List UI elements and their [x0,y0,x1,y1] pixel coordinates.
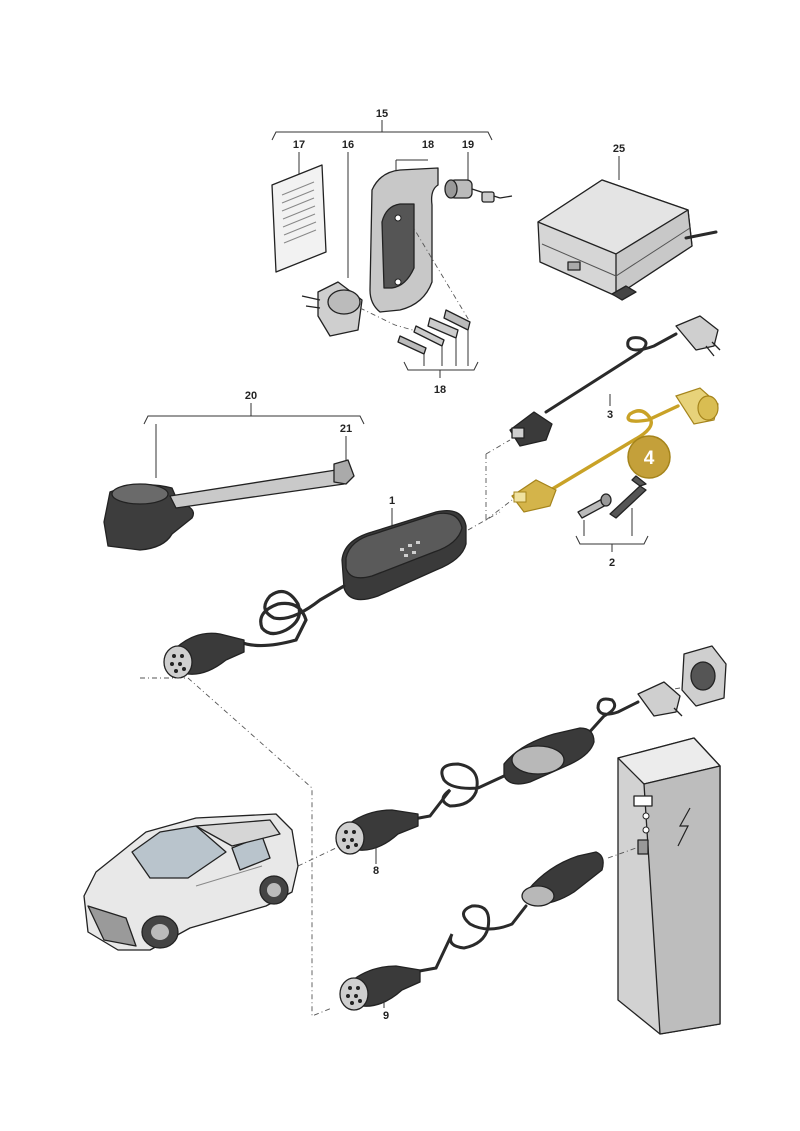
callout-21: 21 [340,423,352,435]
screws-and-dowels [397,309,471,355]
callout-19: 19 [462,139,474,151]
callout-25: 25 [613,143,625,155]
callout-9: 9 [383,1010,389,1022]
callout-8: 8 [373,865,379,877]
callout-18-bottom: 18 [434,384,446,396]
wall-holder [369,167,439,313]
plug-adapter [301,281,363,337]
callout-16: 16 [342,139,354,151]
callout-17: 17 [293,139,305,151]
group-18-bracket [403,330,479,378]
car-illustration [83,813,299,951]
lock-cylinder [444,179,513,203]
storage-bag [537,179,718,301]
mobile-charging-unit [341,509,467,601]
group-20-bracket [143,403,365,478]
cable-4-highlighted [511,387,719,513]
charger-holder-arm [103,459,355,551]
callout-2: 2 [609,557,615,569]
callout-15: 15 [376,108,388,120]
callout-1: 1 [389,495,395,507]
callout-20: 20 [245,390,257,402]
callout-18-top: 18 [422,139,434,151]
type2-connector-1 [163,632,245,679]
cable-9 [339,851,604,1011]
callout-4: 4 [644,448,655,469]
wall-socket [681,645,727,707]
cable-8 [335,681,683,855]
group-15-bracket [271,120,493,141]
cable-3 [509,315,721,447]
highlight-badge-4: 4 [627,435,671,479]
manual-sheet [271,164,327,273]
charging-station [617,737,721,1035]
screw-and-hex-key [577,475,647,519]
callout-3: 3 [607,409,613,421]
group-2-bracket [575,508,649,552]
